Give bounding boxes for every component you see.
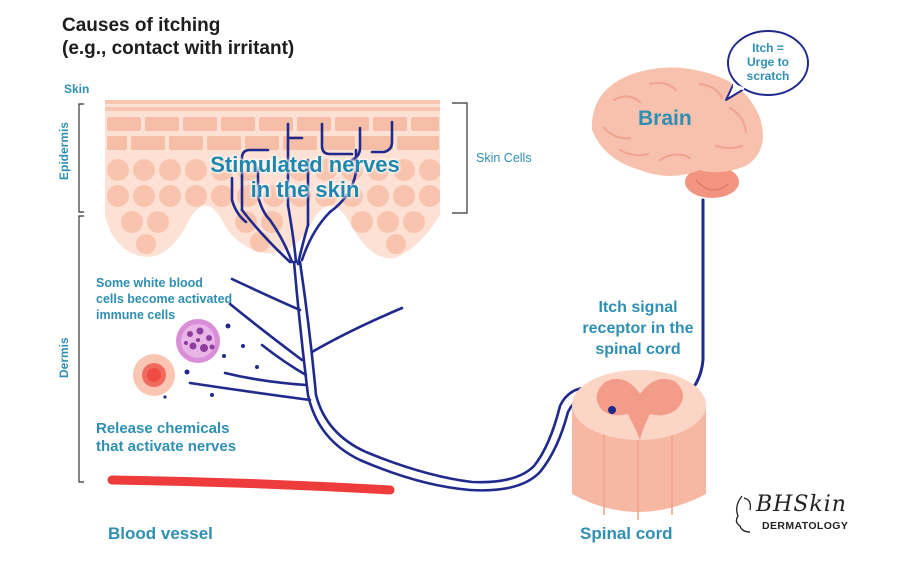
brain-illustration — [591, 67, 763, 198]
title-line-2: (e.g., contact with irritant) — [62, 38, 295, 59]
skin-cells-label: Skin Cells — [476, 151, 532, 165]
release-line-2: that activate nerves — [96, 438, 237, 455]
logo-subtitle: DERMATOLOGY — [762, 520, 849, 532]
stimulated-line-1: Stimulated nerves — [210, 152, 400, 177]
bubble-text: Itch = Urge to scratch — [730, 41, 806, 83]
title-line-1: Causes of itching — [62, 15, 221, 36]
logo-face-icon — [735, 495, 752, 533]
receptor-line-3: spinal cord — [595, 341, 681, 358]
wbc-line-2: cells become activated — [96, 292, 233, 306]
white-blood-cells-label: Some white blood cells become activated … — [96, 275, 232, 323]
dermis-label: Dermis — [57, 337, 71, 378]
activated-immune-cell — [176, 319, 220, 363]
logo-brand: BHSkin — [756, 492, 847, 517]
epidermis-bracket — [78, 103, 84, 213]
release-chemicals-label: Release chemicals that activate nerves — [96, 420, 236, 456]
brain-label: Brain — [638, 107, 692, 130]
wbc-line-1: Some white blood — [96, 276, 203, 290]
wbc-line-3: immune cells — [96, 308, 176, 322]
receptor-label: Itch signal receptor in the spinal cord — [558, 297, 718, 360]
skin-layers — [105, 100, 440, 259]
stimulated-nerves-label: Stimulated nerves in the skin — [185, 152, 425, 202]
dermis-bracket — [78, 215, 84, 483]
speech-bubble — [725, 30, 809, 101]
white-blood-cell — [133, 354, 175, 396]
receptor-line-2: receptor in the — [582, 320, 694, 337]
spinal-cord-label: Spinal cord — [580, 524, 673, 543]
diagram-title: Causes of itching (e.g., contact with ir… — [62, 14, 294, 60]
spinal-cord-illustration — [572, 370, 706, 520]
bubble-line-2: Urge to — [747, 55, 789, 69]
skin-label: Skin — [64, 82, 90, 96]
stimulated-line-2: in the skin — [250, 177, 360, 202]
receptor-line-1: Itch signal — [598, 299, 678, 316]
bubble-line-3: scratch — [746, 69, 790, 83]
epidermis-label: Epidermis — [57, 121, 71, 180]
blood-vessel-label: Blood vessel — [108, 524, 213, 543]
chemical-particles — [163, 323, 259, 399]
bubble-line-1: Itch = — [752, 41, 784, 55]
blood-vessel — [107, 475, 395, 495]
skin-cells-bracket — [452, 102, 468, 214]
release-line-1: Release chemicals — [96, 420, 230, 437]
